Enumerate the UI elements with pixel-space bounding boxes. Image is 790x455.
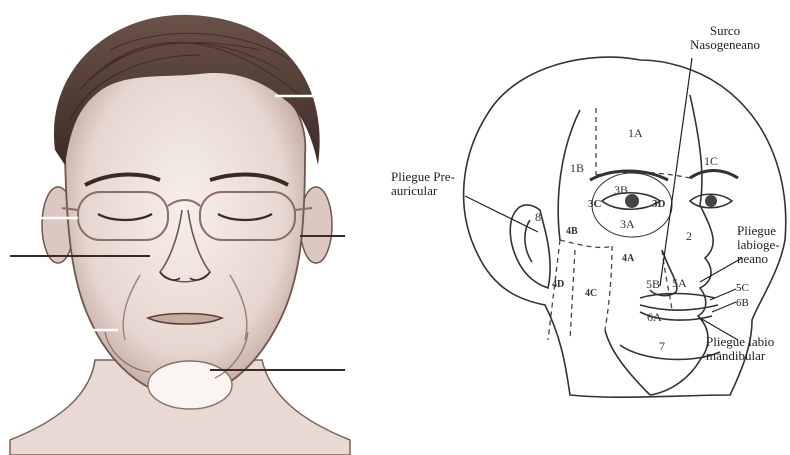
label-6b: 6B	[736, 296, 749, 310]
pointer-preauricular	[465, 196, 538, 232]
zone-6a: 6A	[647, 310, 662, 324]
label-surco-line2: Nasogeneano	[690, 38, 760, 52]
pointer-labiogeneano	[700, 258, 742, 282]
zone-2: 2	[686, 229, 692, 243]
zone-4a: 4A	[622, 253, 635, 264]
label-preauricular: Pliegue Pre- auricular	[391, 170, 455, 198]
zone-diagram: 1A 1B 1C 2 3A 3B 3C 3D 4A 4B 4C 4D 5A 5B…	[360, 0, 790, 455]
label-preauricular-line2: auricular	[391, 184, 455, 198]
label-labiomandibular-line2: mandibular	[706, 349, 774, 363]
left-eyebrow-line	[590, 171, 668, 180]
ear	[510, 205, 550, 288]
zone-5b: 5B	[646, 277, 660, 291]
mouth	[148, 314, 222, 325]
label-labiomandibular: Pliegue labio mandibular	[706, 335, 774, 363]
label-5c: 5C	[736, 281, 749, 295]
right-iris	[705, 195, 717, 207]
zone-3a: 3A	[620, 217, 635, 231]
zone-4c: 4C	[585, 288, 597, 299]
zone-1a: 1A	[628, 126, 643, 140]
zone-1c: 1C	[704, 154, 718, 168]
zone-4d: 4D	[552, 279, 564, 290]
zone-1b: 1B	[570, 161, 584, 175]
face-illustration	[0, 0, 360, 455]
zone-4b: 4B	[566, 226, 578, 237]
zone-5a: 5A	[672, 276, 687, 290]
hairline	[558, 110, 580, 240]
chin-region	[148, 361, 232, 409]
pointer-6b	[712, 302, 736, 312]
right-eyebrow-line	[690, 171, 738, 179]
label-labiogeneano-line1: Pliegue	[737, 224, 780, 238]
label-labiogeneano-line2: labioge-	[737, 238, 780, 252]
jaw-line	[605, 330, 650, 395]
pointer-5c	[710, 289, 736, 300]
face-outline	[65, 52, 305, 398]
zone-3b: 3B	[614, 183, 628, 197]
label-surco: Surco Nasogeneano	[690, 24, 760, 52]
zone-8: 8	[535, 210, 541, 224]
label-labiomandibular-line1: Pliegue labio	[706, 335, 774, 349]
zone-3c: 3C	[588, 198, 602, 210]
label-preauricular-line1: Pliegue Pre-	[391, 170, 455, 184]
zone-3d: 3D	[652, 198, 666, 210]
label-labiogeneano-line3: neano	[737, 252, 780, 266]
zone-7: 7	[659, 339, 665, 353]
label-surco-line1: Surco	[690, 24, 760, 38]
pointer-surco	[660, 58, 692, 286]
label-labiogeneano: Pliegue labioge- neano	[737, 224, 780, 266]
